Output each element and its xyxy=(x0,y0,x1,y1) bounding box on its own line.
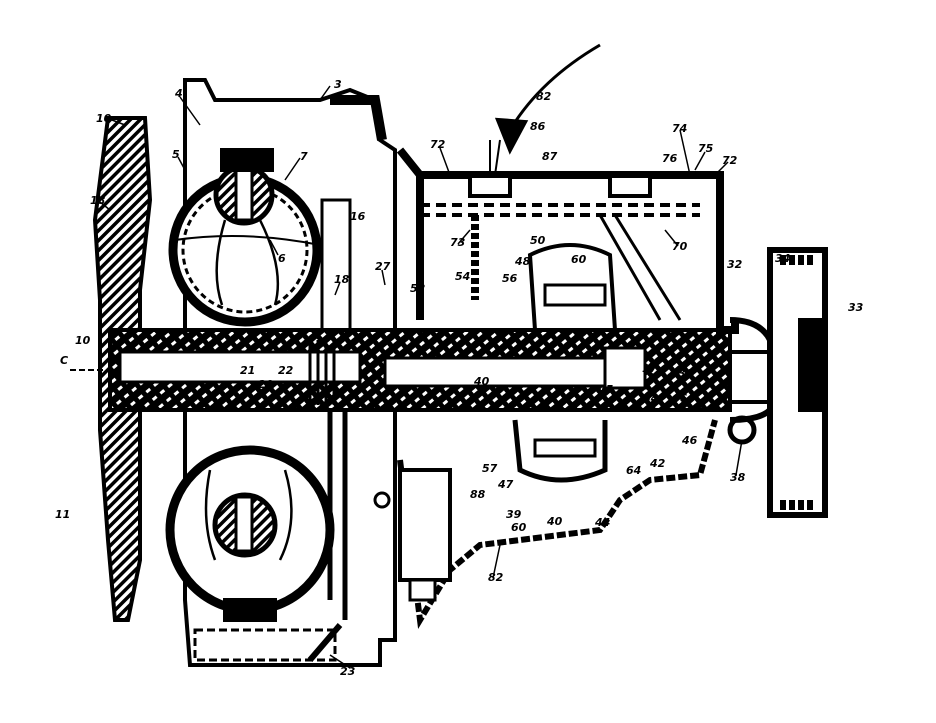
ref-label: 20 xyxy=(258,378,274,391)
ref-label: 16 xyxy=(350,210,366,223)
ref-label: 32 xyxy=(727,258,743,271)
ref-label: 10 xyxy=(96,112,112,125)
ref-label: 56 xyxy=(502,272,518,285)
ref-label: 64 xyxy=(626,464,641,477)
ref-label: 45 xyxy=(597,383,614,396)
ref-label: 50 xyxy=(530,234,546,247)
ref-label: 52 xyxy=(410,282,426,295)
ref-label: 7 xyxy=(300,150,308,163)
ref-label: 21 xyxy=(240,364,255,377)
ref-label: 87 xyxy=(542,150,558,163)
ref-label: 64 xyxy=(643,392,658,405)
ref-label: 11 xyxy=(55,508,70,521)
ref-label: 70 xyxy=(672,240,688,253)
ref-label: 4 xyxy=(174,87,183,100)
ref-label: 33 xyxy=(848,301,864,314)
ref-label: 57 xyxy=(482,462,498,475)
ref-label: 23 xyxy=(340,665,356,678)
ref-label: 54 xyxy=(455,270,470,283)
ref-label: 60 xyxy=(571,253,587,266)
ref-label: 40 xyxy=(473,375,490,388)
ref-label: 73 xyxy=(450,236,466,249)
ref-label: 10 xyxy=(75,334,91,347)
ref-label: 82 xyxy=(536,90,552,103)
ref-label: 38 xyxy=(730,471,746,484)
ref-label: 27 xyxy=(375,260,391,273)
ref-label: 86 xyxy=(530,120,546,133)
input-arrow xyxy=(510,45,600,130)
ref-label: 74 xyxy=(672,122,687,135)
ref-label: 3 xyxy=(334,78,342,91)
ref-label: 75 xyxy=(698,142,714,155)
ref-label: 88 xyxy=(470,488,486,501)
ref-label: 72 xyxy=(430,138,446,151)
ref-label: 60 xyxy=(511,521,527,534)
ref-label: 42 xyxy=(649,457,666,470)
ref-label: 47 xyxy=(497,478,514,491)
ref-label: 5 xyxy=(172,148,180,161)
ref-label: 30 xyxy=(678,367,694,380)
ref-label: 18 xyxy=(90,194,106,207)
ref-label: 46 xyxy=(681,434,698,447)
ref-label: 44 xyxy=(594,516,610,529)
ref-label: 76 xyxy=(662,152,678,165)
ref-label: 18 xyxy=(334,273,350,286)
ref-label: 82 xyxy=(488,571,504,584)
ref-label: 39 xyxy=(506,508,522,521)
ref-label: 6 xyxy=(278,252,286,265)
ref-label: 22 xyxy=(278,364,294,377)
ref-label: 40 xyxy=(546,515,563,528)
ref-label: 17 xyxy=(642,362,658,375)
ref-label: 34 xyxy=(775,252,790,265)
ref-label: 48 xyxy=(514,255,531,268)
ref-label: C xyxy=(60,354,68,367)
ref-label: 66 xyxy=(672,392,688,405)
ref-label: 72 xyxy=(722,154,738,167)
